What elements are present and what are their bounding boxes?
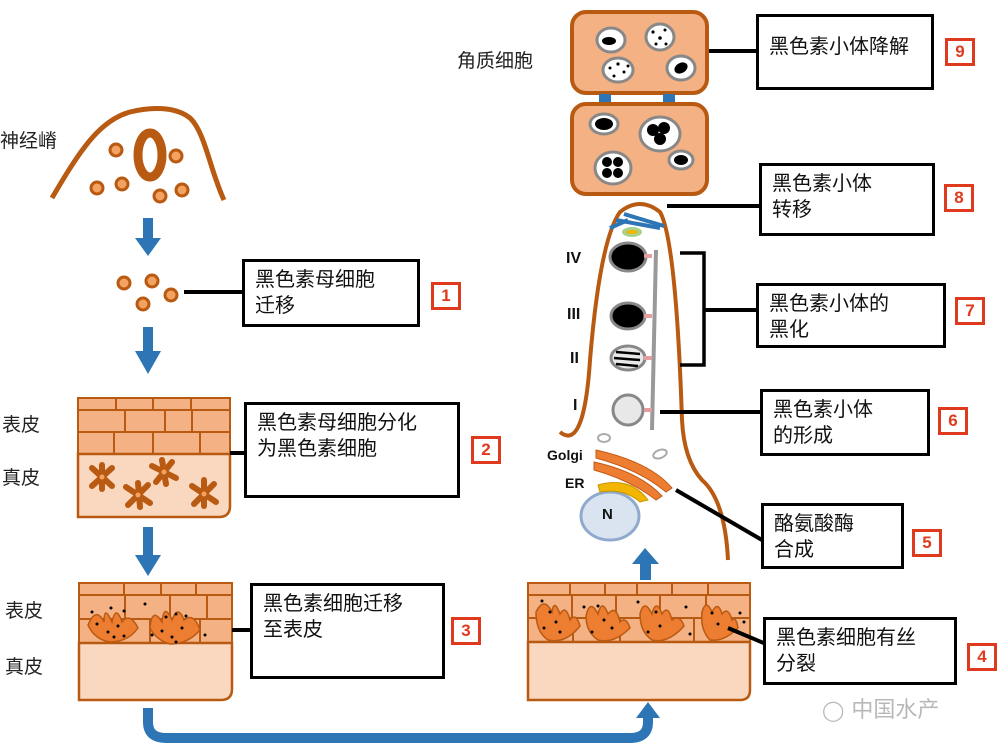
golgi-label: Golgi xyxy=(547,447,583,463)
neural-crest-label: 神经嵴 xyxy=(0,130,58,152)
dividing-melanocytes xyxy=(535,603,739,642)
stage-iii-label: III xyxy=(567,306,581,323)
transfer-filaments xyxy=(609,212,665,230)
skin-block-3 xyxy=(526,582,752,702)
step-7-line-1: 黑色素小体的 xyxy=(769,291,889,315)
connector-5 xyxy=(674,488,764,542)
melanin-dots-right xyxy=(540,599,746,636)
bracket-7 xyxy=(680,251,706,367)
step-6-box: 黑色素小体 的形成 xyxy=(760,389,930,456)
skin-block-1 xyxy=(76,397,232,519)
step-8-badge: 8 xyxy=(944,184,974,212)
step-2-line-1: 黑色素母细胞分化 xyxy=(257,410,417,434)
step-8-line-1: 黑色素小体 xyxy=(772,171,872,195)
step-3-line-1: 黑色素细胞迁移 xyxy=(263,591,403,615)
step-8-box: 黑色素小体 转移 xyxy=(759,163,935,236)
melanosome-stage-iii xyxy=(609,301,647,331)
step-9-line-1: 黑色素小体降解 xyxy=(769,34,909,58)
dermis-label-2: 真皮 xyxy=(5,656,44,678)
step-6-badge: 6 xyxy=(938,407,968,435)
step-7-box: 黑色素小体的 黑化 xyxy=(756,283,946,348)
step-3-box: 黑色素细胞迁移 至表皮 xyxy=(250,583,445,679)
stage-iv-label: IV xyxy=(566,250,582,267)
melanosome-stage-ii xyxy=(609,344,647,372)
step-2-box: 黑色素母细胞分化 为黑色素细胞 xyxy=(244,402,460,498)
step-5-line-2: 合成 xyxy=(774,537,814,561)
arrow-down-2 xyxy=(135,327,161,374)
step-8-line-2: 转移 xyxy=(772,197,812,221)
step-2-line-2: 为黑色素细胞 xyxy=(257,436,377,460)
melanosome-stage-iv xyxy=(608,227,648,273)
keratinocyte-top xyxy=(570,10,709,95)
neural-tube xyxy=(133,128,167,182)
nucleus xyxy=(579,490,641,542)
step-9-box: 黑色素小体降解 xyxy=(756,14,934,90)
step-2-badge: 2 xyxy=(471,436,501,464)
step-9-badge: 9 xyxy=(945,38,975,66)
endoplasmic-reticulum xyxy=(597,482,649,503)
curved-arrow xyxy=(143,708,653,743)
step-3-line-2: 至表皮 xyxy=(263,617,323,641)
step-1-line-2: 迁移 xyxy=(255,293,295,317)
stage-ii-label: II xyxy=(570,350,579,367)
melanocyte-outline xyxy=(558,202,730,561)
melanosome-stage-i xyxy=(611,393,645,427)
er-label: ER xyxy=(565,475,585,491)
nucleus-label: N xyxy=(602,506,613,523)
melanin-dots xyxy=(90,602,207,644)
step-1-box: 黑色素母细胞 迁移 xyxy=(242,259,420,327)
watermark-text: 中国水产 xyxy=(851,698,940,723)
neural-crest-cells xyxy=(89,142,190,204)
arrow-up xyxy=(632,548,659,580)
arrow-down-3 xyxy=(135,527,161,576)
dermis-label-1: 真皮 xyxy=(2,467,41,489)
microtubule xyxy=(650,249,658,431)
watermark: ◯ 中国水产 xyxy=(822,692,939,724)
epidermis-label-1: 表皮 xyxy=(2,414,41,436)
migrating-melanoblasts xyxy=(116,273,179,312)
step-1-badge: 1 xyxy=(431,282,461,310)
neural-crest xyxy=(49,105,227,204)
step-5-box: 酪氨酸酶 合成 xyxy=(761,503,904,569)
keratinocyte-label: 角质细胞 xyxy=(457,50,534,72)
step-5-badge: 5 xyxy=(912,529,942,557)
skin-block-2 xyxy=(77,582,234,702)
arrow-down-1 xyxy=(135,218,161,256)
step-4-line-2: 分裂 xyxy=(776,651,816,675)
step-6-line-1: 黑色素小体 xyxy=(773,397,873,421)
step-4-badge: 4 xyxy=(967,643,997,671)
step-4-box: 黑色素细胞有丝 分裂 xyxy=(763,617,957,685)
connector-4 xyxy=(727,626,767,646)
stage-i-label: I xyxy=(573,397,578,414)
golgi-apparatus xyxy=(593,449,673,501)
step-7-badge: 7 xyxy=(955,297,985,325)
epidermis-label-2: 表皮 xyxy=(5,600,44,622)
keratinocyte-bottom xyxy=(570,102,709,196)
step-7-line-2: 黑化 xyxy=(769,317,809,341)
melanocytes-epidermis xyxy=(87,610,201,645)
step-5-line-1: 酪氨酸酶 xyxy=(774,511,854,535)
step-3-badge: 3 xyxy=(451,617,481,645)
step-6-line-2: 的形成 xyxy=(773,423,833,447)
wechat-icon: ◯ xyxy=(822,698,845,722)
step-1-line-1: 黑色素母细胞 xyxy=(255,267,375,291)
step-4-line-1: 黑色素细胞有丝 xyxy=(776,625,916,649)
